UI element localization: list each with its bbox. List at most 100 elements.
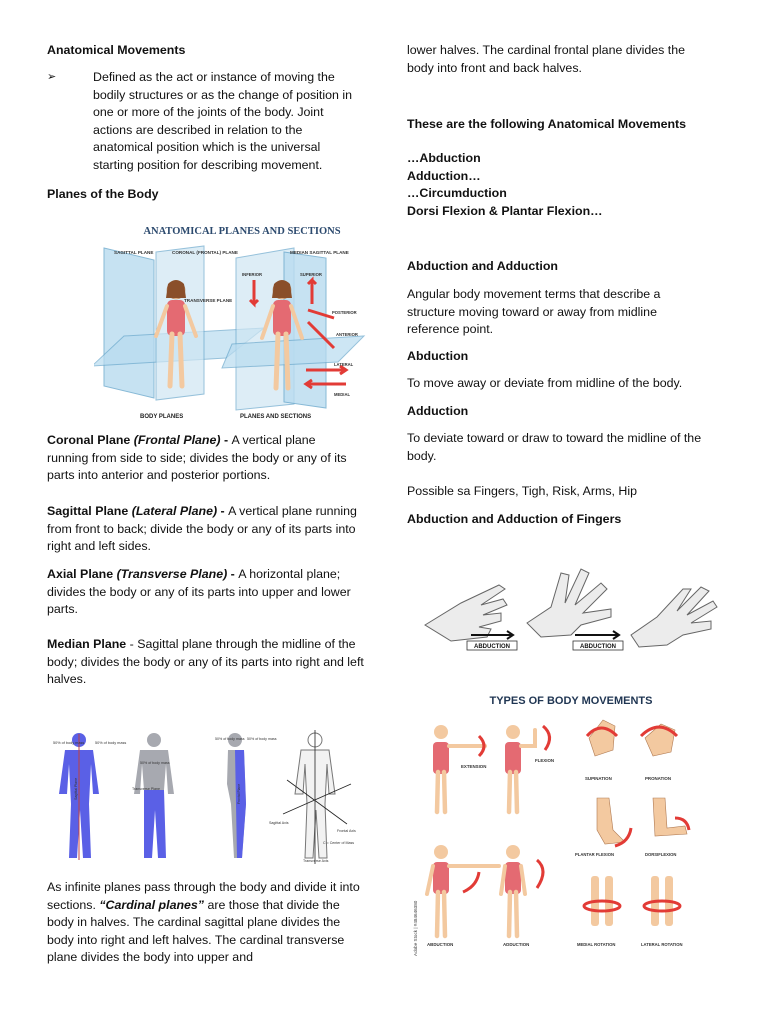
- svg-text:CORONAL (FRONTAL) PLANE: CORONAL (FRONTAL) PLANE: [172, 250, 238, 255]
- heading-planes: Planes of the Body: [47, 187, 159, 201]
- stock-credit: Adobe Stock | #484646380: [413, 900, 418, 956]
- svg-text:50% of body mass: 50% of body mass: [95, 741, 126, 745]
- cardinal-continuation: lower halves. The cardinal frontal plane…: [407, 43, 686, 75]
- heading-abduction: Abduction: [407, 349, 469, 363]
- body-mass-svg: 50% of body mass 50% of body mass Sagitt…: [53, 730, 356, 864]
- inferior-arrow-icon: [248, 280, 260, 308]
- svg-text:PLANTAR FLEXION: PLANTAR FLEXION: [575, 852, 614, 857]
- posterior-arrow-icon: [307, 308, 335, 320]
- following-movements: These are the following Anatomical Movem…: [407, 117, 687, 131]
- figure-sagittal: 50% of body mass 50% of body mass Sagitt…: [53, 733, 126, 860]
- sagittal-plane-shape: [103, 247, 155, 399]
- sagittal-plane-definition: Sagittal Plane (Lateral Plane) - A verti…: [47, 504, 357, 554]
- anatomical-planes-figure: ANATOMICAL PLANES AND SECTIONS: [94, 218, 394, 424]
- fig1-title: ANATOMICAL PLANES AND SECTIONS: [143, 226, 340, 237]
- svg-text:50% of body mass: 50% of body mass: [215, 737, 245, 741]
- list-item: Dorsi Flexion & Plantar Flexion…: [407, 203, 603, 218]
- abduction-desc: To move away or deviate from midline of …: [407, 376, 683, 390]
- svg-text:LATERAL: LATERAL: [334, 362, 354, 367]
- svg-text:Transverse Plane: Transverse Plane: [132, 787, 160, 791]
- cardinal-planes-paragraph: As infinite planes pass through the body…: [47, 880, 360, 965]
- rotation-arrow-icon: [642, 899, 682, 913]
- extension-figure: EXTENSION: [433, 725, 487, 815]
- flexion-figure: FLEXION: [505, 724, 554, 815]
- svg-text:LATERAL ROTATION: LATERAL ROTATION: [641, 942, 683, 947]
- arrow-bullet-icon: ➢: [47, 71, 57, 83]
- curved-arrow-icon: [541, 724, 551, 751]
- anterior-arrow-icon: [306, 320, 336, 350]
- svg-text:C = Center of Mass: C = Center of Mass: [323, 841, 354, 845]
- list-item: …Circumduction: [407, 186, 507, 201]
- svg-text:POSTERIOR: POSTERIOR: [332, 310, 357, 315]
- svg-text:MEDIAL ROTATION: MEDIAL ROTATION: [577, 942, 615, 947]
- svg-text:FLEXION: FLEXION: [535, 758, 554, 763]
- svg-text:50% of body mass: 50% of body mass: [53, 741, 84, 745]
- svg-text:50% of body mass: 50% of body mass: [140, 761, 170, 765]
- adduction-figure: ADDUCTION: [499, 845, 545, 947]
- svg-text:TRANSVERSE PLANE: TRANSVERSE PLANE: [184, 298, 232, 303]
- abduction-figure: ABDUCTION: [425, 845, 501, 947]
- figure-frontal: 50% of body mass 50% of body mass Fronta…: [215, 733, 277, 858]
- axial-plane-definition: Axial Plane (Transverse Plane) - A horiz…: [47, 567, 351, 617]
- arrow-right-icon: [575, 630, 621, 640]
- svg-text:SUPERIOR: SUPERIOR: [300, 272, 322, 277]
- hand-spread-icon: [526, 568, 612, 638]
- body-movements-svg: TYPES OF BODY MOVEMENTS Adobe Stock | #4…: [413, 695, 691, 956]
- svg-text:Sagittal Axis: Sagittal Axis: [269, 821, 289, 825]
- definition-text: Defined as the act or instance of moving…: [93, 70, 352, 172]
- heading-anatomical-movements: Anatomical Movements: [47, 43, 186, 57]
- dorsiflexion-foot: DORSIFLEXION: [645, 797, 691, 857]
- superior-arrow-icon: [306, 276, 318, 304]
- heading-abduction-adduction: Abduction and Adduction: [407, 259, 558, 273]
- anatomical-planes-svg: ANATOMICAL PLANES AND SECTIONS: [94, 226, 366, 420]
- median-plane-definition: Median Plane - Sagittal plane through th…: [47, 637, 364, 687]
- rotation-arrow-icon: [582, 899, 622, 913]
- list-item: …Abduction: [407, 151, 481, 165]
- svg-text:50% of body mass: 50% of body mass: [247, 737, 277, 741]
- figure2-suit: [273, 300, 291, 336]
- fig4-title: TYPES OF BODY MOVEMENTS: [490, 695, 653, 707]
- svg-text:Frontal Plane: Frontal Plane: [237, 784, 241, 804]
- heading-adduction: Adduction: [407, 404, 469, 418]
- medial-arrow-icon: [303, 378, 346, 390]
- rotation-arrow-icon: [585, 726, 619, 738]
- pronation-hand: PRONATION: [639, 723, 679, 781]
- hand-open-icon: [630, 586, 718, 648]
- supination-hand: SUPINATION: [585, 719, 619, 781]
- possible-note: Possible sa Fingers, Tigh, Risk, Arms, H…: [407, 484, 637, 498]
- adduction-desc: To deviate toward or draw to toward the …: [407, 431, 702, 463]
- curved-arrow-icon: [674, 816, 691, 831]
- rotation-arrow-icon: [639, 725, 679, 738]
- svg-text:Sagittal Plane: Sagittal Plane: [74, 778, 78, 800]
- curved-arrow-icon: [462, 871, 481, 894]
- plantar-flexion-foot: PLANTAR FLEXION: [575, 797, 633, 857]
- lateral-rotation-legs: LATERAL ROTATION: [641, 876, 683, 947]
- medial-rotation-legs: MEDIAL ROTATION: [577, 876, 622, 947]
- svg-text:DORSIFLEXION: DORSIFLEXION: [645, 852, 676, 857]
- heading-fingers: Abduction and Adduction of Fingers: [407, 512, 622, 526]
- curved-arrow-icon: [477, 734, 486, 758]
- definition-bullet: ➢ Defined as the act or instance of movi…: [47, 69, 363, 175]
- svg-text:PRONATION: PRONATION: [645, 776, 671, 781]
- curved-arrow-icon: [535, 858, 545, 889]
- finger-abduction-figure: ABDUCTION ABDUCTION: [421, 563, 727, 659]
- figure1-hair: [166, 280, 186, 298]
- abduction-label-1: ABDUCTION: [474, 644, 510, 650]
- abduction-adduction-desc: Angular body movement terms that describ…: [407, 287, 661, 337]
- coronal-plane-definition: Coronal Plane (Frontal Plane) - A vertic…: [47, 433, 347, 483]
- svg-text:MEDIAL: MEDIAL: [334, 392, 350, 397]
- svg-text:MEDIAN SAGITTAL PLANE: MEDIAN SAGITTAL PLANE: [290, 250, 349, 255]
- body-mass-planes-figure: 50% of body mass 50% of body mass Sagitt…: [47, 724, 363, 866]
- movements-list: …Abduction Adduction… …Circumduction Dor…: [407, 150, 603, 220]
- figure-axes: Sagittal Axis Frontal Axis Transverse Ax…: [269, 730, 356, 864]
- abduction-label-2: ABDUCTION: [580, 644, 616, 650]
- types-of-body-movements-figure: TYPES OF BODY MOVEMENTS Adobe Stock | #4…: [409, 680, 725, 962]
- svg-text:ABDUCTION: ABDUCTION: [427, 942, 453, 947]
- lateral-arrow-icon: [306, 364, 349, 376]
- svg-text:SAGITTAL PLANE: SAGITTAL PLANE: [114, 250, 153, 255]
- svg-text:INFERIOR: INFERIOR: [242, 272, 262, 277]
- svg-text:SUPINATION: SUPINATION: [585, 776, 612, 781]
- svg-text:Transverse Axis: Transverse Axis: [303, 859, 329, 863]
- svg-text:EXTENSION: EXTENSION: [461, 764, 486, 769]
- svg-text:BODY PLANES: BODY PLANES: [140, 414, 183, 420]
